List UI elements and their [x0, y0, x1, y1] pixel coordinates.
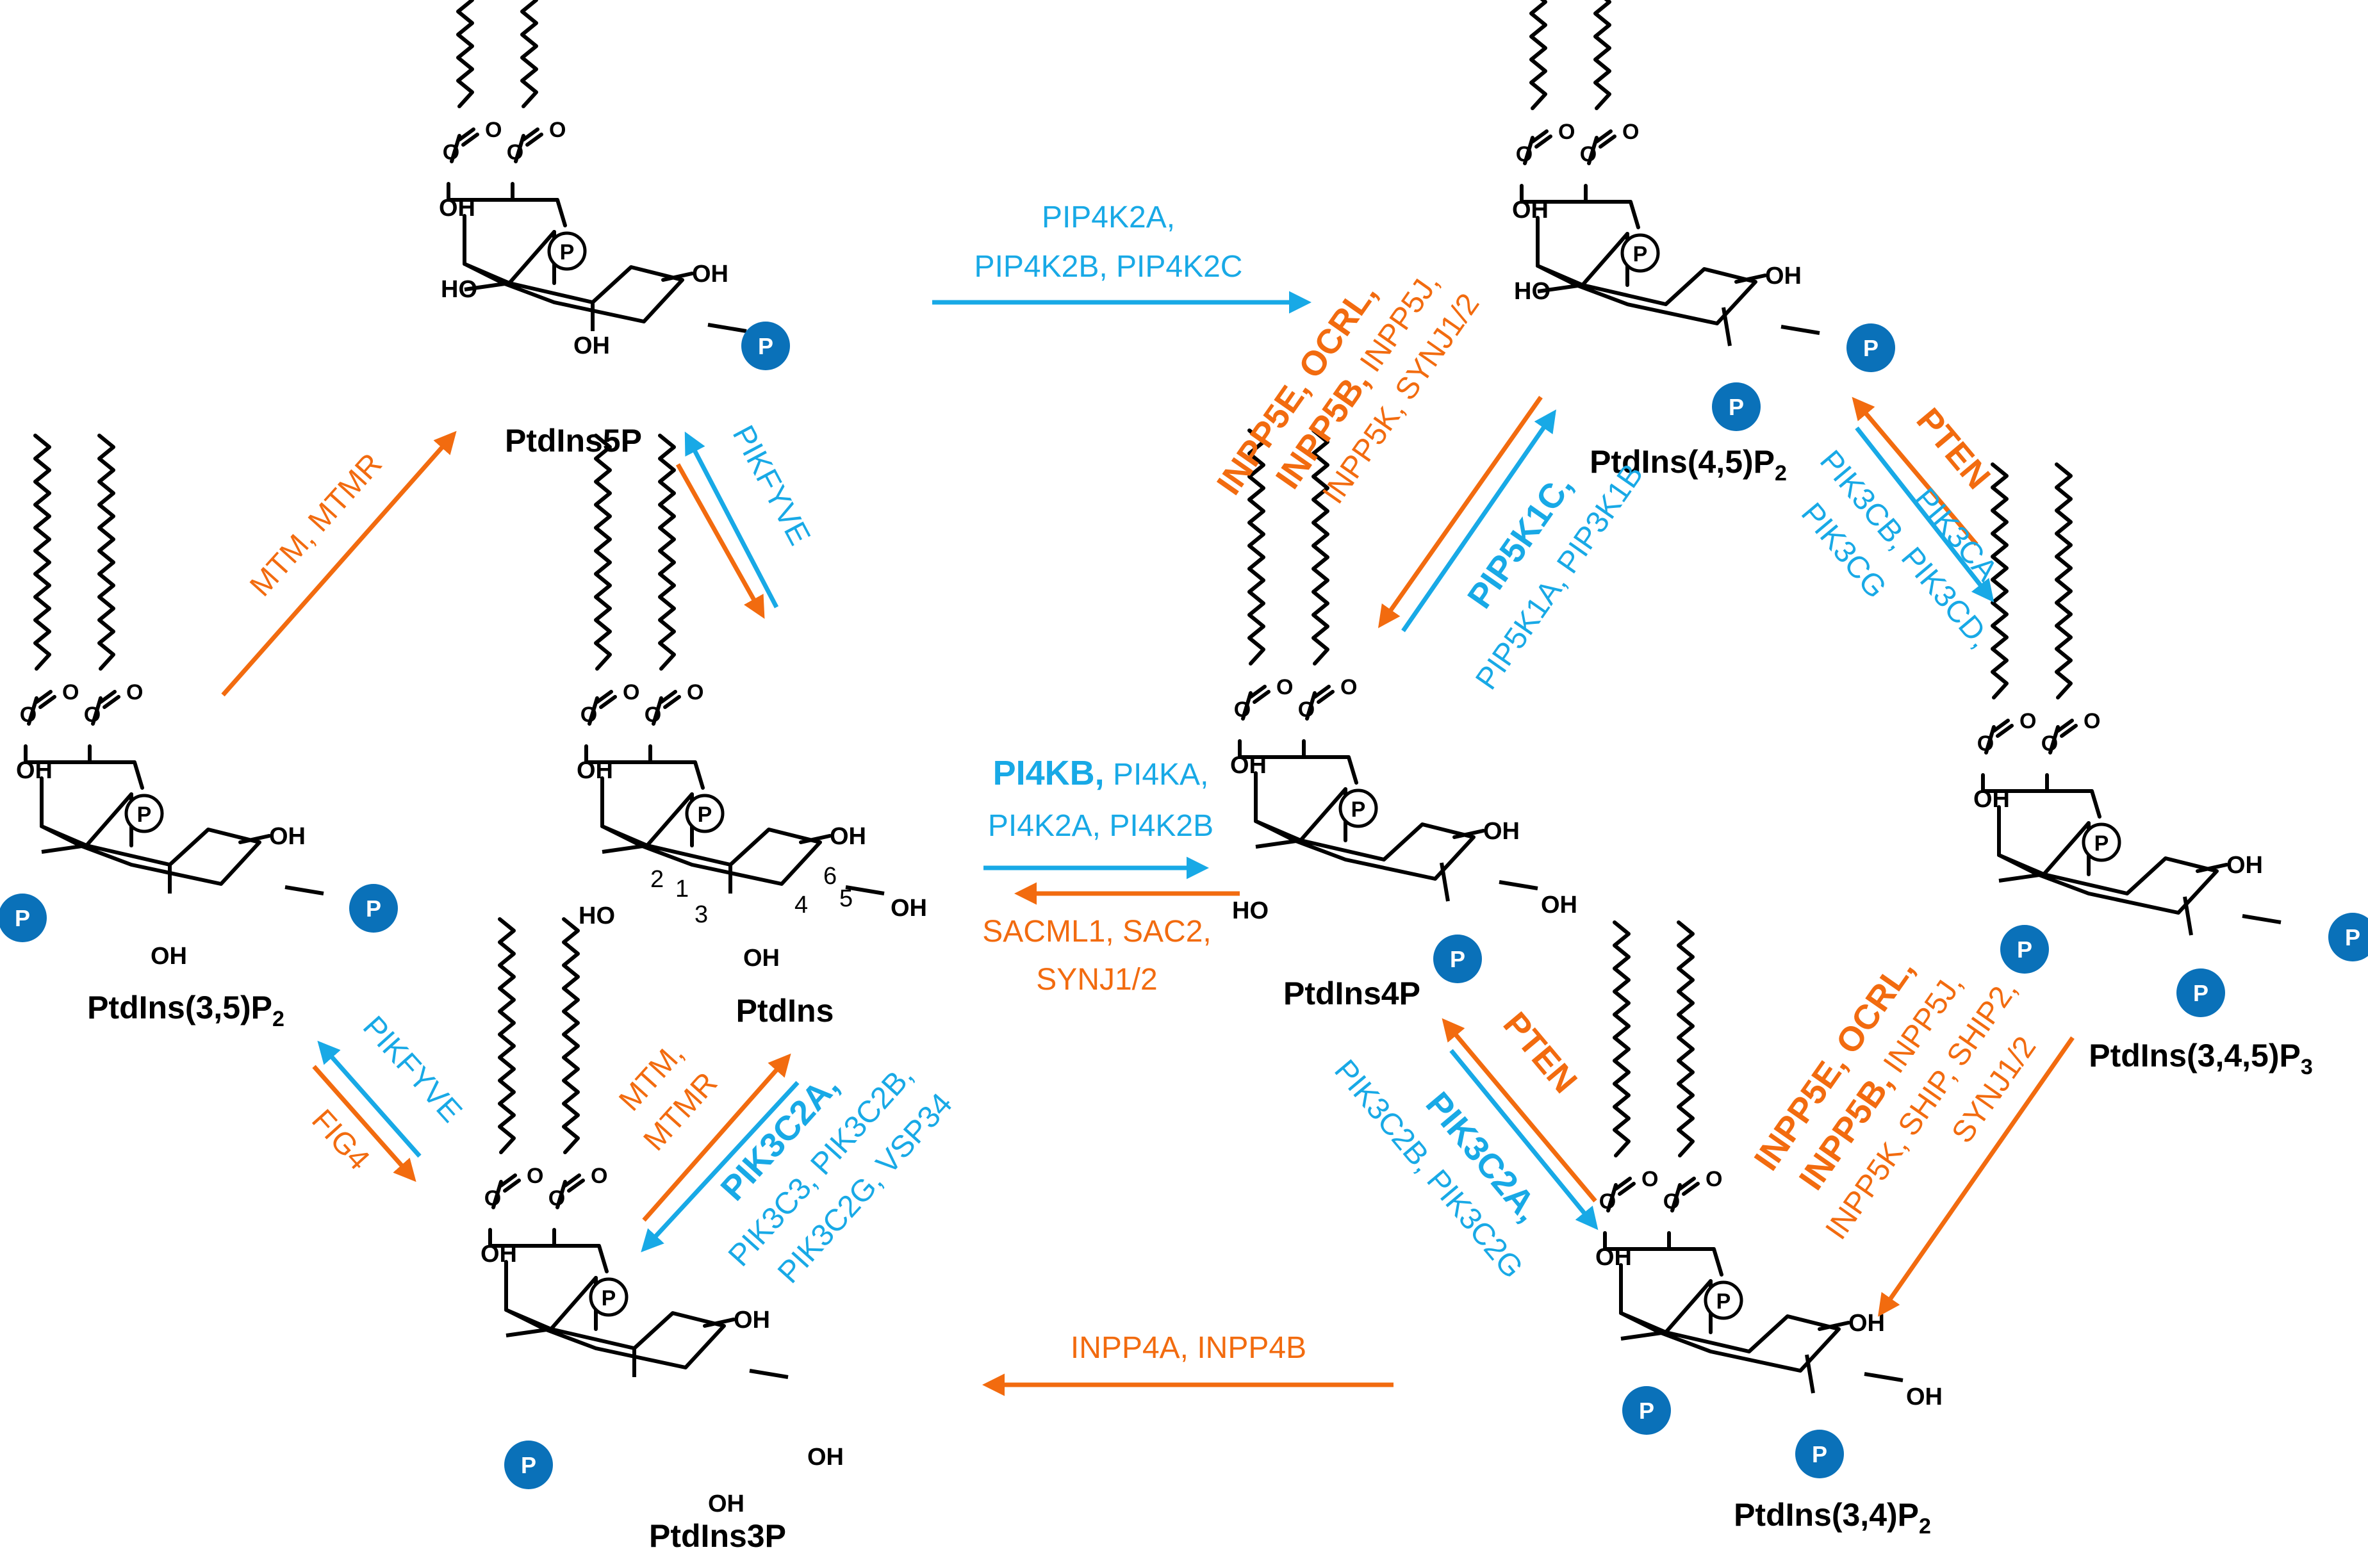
svg-text:P: P	[1812, 1441, 1827, 1467]
molecule-ptdins345p3: P P P	[1973, 464, 2368, 1017]
enzyme-pikfyve-left: PIKFYVE	[356, 1010, 468, 1129]
molecule-ptdins45p2: HO P P	[1512, 0, 1895, 431]
svg-text:HO: HO	[1514, 278, 1550, 305]
molecule-label-ptdins4p: PtdIns4P	[1283, 976, 1420, 1011]
svg-text:4: 4	[794, 892, 808, 919]
svg-text:6: 6	[823, 863, 837, 890]
svg-text:P: P	[758, 333, 773, 359]
molecule-ptdins34p2: P P OH	[1595, 922, 1943, 1478]
arrow-pip5k	[1401, 409, 1556, 632]
arrow-pikfyve-left	[317, 1040, 422, 1158]
svg-text:5: 5	[839, 885, 853, 912]
svg-text:OH: OH	[1906, 1384, 1943, 1410]
molecule-label-ptdins345p3: PtdIns(3,4,5)P3	[2089, 1038, 2313, 1079]
arrow-fig4	[312, 1065, 416, 1182]
svg-text:OH: OH	[891, 895, 927, 922]
svg-text:3: 3	[695, 901, 708, 928]
svg-text:P: P	[366, 895, 381, 922]
enzyme-pikfyve-top: PIKFYVE	[726, 420, 817, 551]
enzyme-sac-line2: SYNJ1/2	[1036, 963, 1157, 997]
svg-text:P: P	[1863, 335, 1879, 361]
enzyme-group-mtm-mid: MTM, MTMR	[613, 1036, 724, 1157]
svg-text:P: P	[15, 905, 30, 931]
enzyme-group-inpp5-top: INPP5E, OCRL, INPP5B, INPP5J, INPP5K, SY…	[1210, 266, 1486, 510]
enzyme-pi4k-line2: PI4K2A, PI4K2B	[988, 809, 1213, 843]
svg-text:OH: OH	[1541, 892, 1577, 919]
molecule-ptdins35p2: P OH P	[0, 436, 398, 970]
svg-text:OH: OH	[151, 943, 187, 970]
svg-text:P: P	[1639, 1398, 1654, 1424]
arrow-inpp5-low	[1877, 1036, 2075, 1317]
arrow-pikfyve-top-rev	[675, 463, 765, 619]
svg-text:P: P	[2345, 924, 2360, 951]
arrow-pik3ca	[1855, 426, 1994, 603]
svg-text:P: P	[2193, 980, 2208, 1006]
molecule-label-ptdins5p: PtdIns5P	[505, 423, 642, 459]
svg-text:P: P	[1729, 394, 1744, 420]
molecule-label-ptdins45p2: PtdIns(4,5)P2	[1590, 444, 1787, 486]
svg-text:P: P	[521, 1452, 536, 1478]
molecule-ptdins5p: HO OH P	[439, 0, 790, 370]
arrow-pten-top	[1852, 396, 1978, 546]
enzyme-sac-line1: SACML1, SAC2,	[982, 915, 1211, 949]
arrow-pikfyve-top	[684, 431, 779, 608]
svg-text:HO: HO	[579, 902, 615, 929]
enzyme-inpp4: INPP4A, INPP4B	[1071, 1331, 1306, 1365]
arrow-pik3c2a-left	[641, 1081, 800, 1253]
enzyme-pip4k-line2: PIP4K2B, PIP4K2C	[974, 250, 1243, 284]
molecule-ptdins4p: HO P OH	[1230, 430, 1577, 983]
svg-text:P: P	[2017, 936, 2032, 963]
arrow-inpp5-top	[1377, 395, 1543, 628]
arrow-pten-mid	[1442, 1018, 1597, 1203]
enzyme-mtm-top: MTM, MTMR	[243, 447, 389, 603]
molecule-ptdins3p: P OH OH	[481, 919, 844, 1517]
arrow-mtm-mid	[642, 1053, 791, 1222]
enzyme-pip4k-line1: PIP4K2A,	[1042, 200, 1175, 234]
svg-text:OH: OH	[573, 332, 610, 359]
enzyme-pten-mid: PTEN	[1496, 1005, 1585, 1100]
arrow-pik3c2a-right	[1449, 1049, 1599, 1230]
molecule-ptdins: HO OH OH 1 2 3 4 5 6	[577, 436, 927, 972]
svg-text:OH: OH	[807, 1444, 844, 1471]
molecule-label-ptdins35p2: PtdIns(3,5)P2	[87, 990, 284, 1031]
svg-text:P: P	[1450, 946, 1465, 972]
arrow-mtm-top	[221, 430, 457, 697]
enzyme-fig4: FIG4	[305, 1103, 376, 1177]
svg-text:HO: HO	[441, 276, 477, 303]
svg-text:OH: OH	[708, 1490, 744, 1517]
svg-text:OH: OH	[743, 945, 780, 972]
svg-text:HO: HO	[1232, 897, 1269, 924]
enzyme-group-pip5k: PIP5K1C, PIP5K1A, PIP3K1B	[1460, 458, 1650, 696]
molecule-label-ptdins3p: PtdIns3P	[649, 1518, 786, 1554]
svg-text:1: 1	[675, 876, 689, 902]
molecule-label-ptdins34p2: PtdIns(3,4)P2	[1734, 1497, 1931, 1539]
molecule-label-ptdins: PtdIns	[736, 993, 834, 1029]
svg-text:2: 2	[650, 866, 664, 893]
enzyme-pi4k-line1: PI4KB, PI4KA,	[993, 754, 1209, 792]
